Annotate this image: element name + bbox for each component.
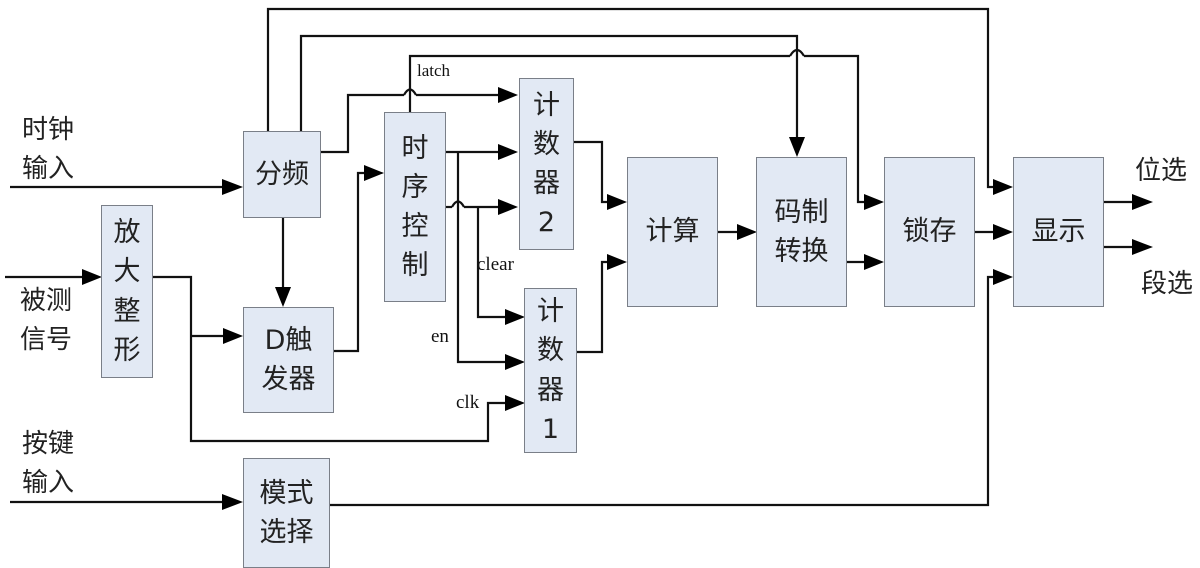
label-segment-select: 段选 <box>1141 269 1194 299</box>
block-code-convert: 码制 转换 <box>756 157 847 307</box>
wire-dff-to-timing <box>333 171 368 353</box>
arrow-cnt2-bot <box>498 199 518 215</box>
block-latch-label: 锁存 <box>902 216 957 248</box>
block-counter1: 计 数 器 1 <box>524 288 577 453</box>
arrow-code-in <box>789 137 805 157</box>
block-divider-label: 分频 <box>255 158 309 190</box>
arrow-keys-in <box>222 494 243 510</box>
block-divider: 分频 <box>243 131 321 218</box>
block-counter1-label: 计 数 器 1 <box>537 296 564 445</box>
label-clock-input: 时钟 输入 <box>22 115 75 184</box>
block-counter2: 计 数 器 2 <box>519 78 574 250</box>
block-code-convert-label: 码制 转换 <box>774 196 829 267</box>
signal-en: en <box>431 326 449 347</box>
label-measured-signal: 被测 信号 <box>20 286 73 355</box>
arrow-display-top <box>993 179 1013 195</box>
wire-cnt1-compute <box>577 260 610 354</box>
arrow-code-mid <box>737 224 757 240</box>
arrow-cnt2-mid <box>498 144 518 160</box>
wire-div-to-cnt2-a <box>320 93 404 154</box>
block-display-label: 显示 <box>1031 216 1086 248</box>
signal-latch: latch <box>417 61 451 80</box>
block-amp-shape-label: 放大 整形 <box>113 217 141 366</box>
signal-clk: clk <box>456 392 480 413</box>
arrow-compute-bot <box>607 254 627 270</box>
block-timing-control-label: 时 序 控 制 <box>401 132 429 282</box>
wire-amp-to-clk <box>153 275 508 443</box>
wire-en <box>456 152 508 364</box>
arrow-dff-in <box>223 328 243 344</box>
signal-clear: clear <box>477 254 514 275</box>
arrow-clear <box>505 309 525 325</box>
block-mode-select-label: 模式 选择 <box>259 477 314 548</box>
wire-latch-b <box>804 54 866 204</box>
arrow-div-to-dff <box>275 287 291 307</box>
wire-mode-display <box>329 275 996 507</box>
arrow-latch-in <box>864 194 884 210</box>
arrow-timing-in <box>364 165 384 181</box>
block-display: 显示 <box>1013 157 1104 307</box>
wire-clear <box>476 207 508 319</box>
wire-div-to-display <box>266 7 996 189</box>
block-counter2-label: 计 数 器 2 <box>533 89 560 239</box>
arrow-out-digit <box>1132 194 1153 210</box>
block-compute-label: 计算 <box>645 216 700 248</box>
block-amp-shape: 放大 整形 <box>101 205 153 378</box>
wire-div-to-code <box>299 34 799 140</box>
wire-cnt2-compute <box>574 140 610 204</box>
arrow-display-bot <box>993 269 1013 285</box>
arrow-clk <box>505 395 525 411</box>
arrow-compute-top <box>607 194 627 210</box>
wire-latch-a <box>408 54 790 112</box>
arrow-cnt2-top <box>498 87 518 103</box>
block-timing-control: 时 序 控 制 <box>384 112 446 302</box>
arrow-measured-in <box>82 269 102 285</box>
label-key-input: 按键 输入 <box>22 429 75 498</box>
arrow-out-segment <box>1132 239 1153 255</box>
block-latch: 锁存 <box>884 157 975 307</box>
block-mode-select: 模式 选择 <box>243 458 330 568</box>
label-digit-select: 位选 <box>1135 156 1188 186</box>
arrow-latch-bot <box>864 254 884 270</box>
block-d-flipflop-label: D触 发器 <box>261 324 316 395</box>
arrow-display-mid <box>993 224 1013 240</box>
block-compute: 计算 <box>627 157 718 307</box>
arrow-clock-in <box>222 179 243 195</box>
arrow-en <box>505 354 525 370</box>
block-d-flipflop: D触 发器 <box>243 307 334 413</box>
